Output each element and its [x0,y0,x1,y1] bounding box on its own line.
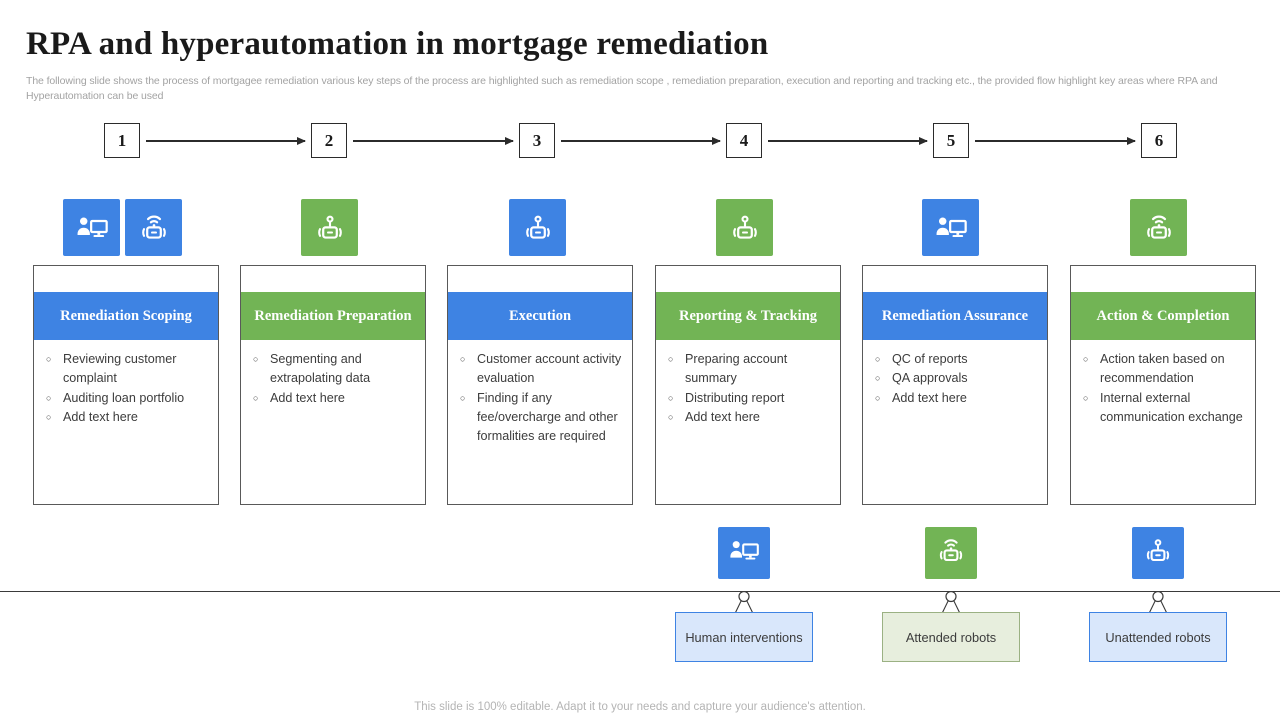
step-arrow-2 [353,136,514,145]
card-bullet-item: Action taken based on recommendation [1081,350,1247,389]
process-card-3[interactable]: ExecutionCustomer account activity evalu… [447,265,633,505]
legend-box-3[interactable]: Unattended robots [1089,612,1227,662]
footer-note: This slide is 100% editable. Adapt it to… [414,701,866,713]
card-bullet-item: Add text here [873,389,1039,409]
legend-icon-tile-3 [1132,527,1184,579]
card-title: Remediation Assurance [863,292,1047,340]
card-bullet-list: Segmenting and extrapolating dataAdd tex… [251,350,417,408]
card-body: Customer account activity evaluationFind… [448,340,632,446]
legend-box-2[interactable]: Attended robots [882,612,1020,662]
step-number-4[interactable]: 4 [726,123,762,158]
card-top-strip [448,266,632,292]
card-body: Preparing account summaryDistributing re… [656,340,840,427]
card-bullet-item: Preparing account summary [666,350,832,389]
legend-icon-tile-1 [718,527,770,579]
card-bullet-item: Segmenting and extrapolating data [251,350,417,389]
card-bullet-item: Add text here [251,389,417,409]
card-icon-tile-6 [922,199,979,256]
card-top-strip [1071,266,1255,292]
card-bullet-item: Add text here [44,408,210,428]
legend-box-1[interactable]: Human interventions [675,612,813,662]
legend-icon-tile-2 [925,527,977,579]
card-body: Action taken based on recommendationInte… [1071,340,1255,427]
card-top-strip [241,266,425,292]
card-icon-tile-4 [509,199,566,256]
card-title: Remediation Scoping [34,292,218,340]
unattended-robot-icon [521,211,555,245]
card-bullet-item: Auditing loan portfolio [44,389,210,409]
card-icon-tile-7 [1130,199,1187,256]
card-body: Segmenting and extrapolating dataAdd tex… [241,340,425,408]
card-title: Action & Completion [1071,292,1255,340]
card-title: Reporting & Tracking [656,292,840,340]
section-divider [0,591,1280,593]
unattended-robot-icon [1142,535,1174,572]
card-body: QC of reportsQA approvalsAdd text here [863,340,1047,408]
process-card-6[interactable]: Action & CompletionAction taken based on… [1070,265,1256,505]
card-bullet-item: Reviewing customer complaint [44,350,210,389]
process-card-1[interactable]: Remediation ScopingReviewing customer co… [33,265,219,505]
card-bullet-item: QC of reports [873,350,1039,370]
attended-robot-icon [935,535,967,572]
card-bullet-item: Finding if any fee/overcharge and other … [458,389,624,447]
card-bullet-item: Customer account activity evaluation [458,350,624,389]
process-card-4[interactable]: Reporting & TrackingPreparing account su… [655,265,841,505]
unattended-robot-icon [313,211,347,245]
card-top-strip [34,266,218,292]
step-number-5[interactable]: 5 [933,123,969,158]
card-bullet-list: Preparing account summaryDistributing re… [666,350,832,427]
card-top-strip [863,266,1047,292]
attended-robot-icon [137,211,171,245]
card-top-strip [656,266,840,292]
card-bullet-list: QC of reportsQA approvalsAdd text here [873,350,1039,408]
unattended-robot-icon [728,211,762,245]
card-bullet-item: QA approvals [873,369,1039,389]
process-card-2[interactable]: Remediation PreparationSegmenting and ex… [240,265,426,505]
card-icon-tile-1 [63,199,120,256]
card-icon-tile-3 [301,199,358,256]
card-bullet-list: Action taken based on recommendationInte… [1081,350,1247,427]
step-number-3[interactable]: 3 [519,123,555,158]
card-icon-tile-2 [125,199,182,256]
step-arrow-4 [768,136,928,145]
step-arrow-1 [146,136,306,145]
step-arrow-5 [975,136,1136,145]
step-arrow-3 [561,136,721,145]
card-bullet-list: Reviewing customer complaintAuditing loa… [44,350,210,427]
card-bullet-item: Distributing report [666,389,832,409]
card-title: Remediation Preparation [241,292,425,340]
step-number-1[interactable]: 1 [104,123,140,158]
human-intervention-icon [728,535,760,572]
process-step-flow: 1 2 3 4 5 6 [0,123,1280,159]
card-bullet-item: Add text here [666,408,832,428]
card-icon-tile-5 [716,199,773,256]
card-title: Execution [448,292,632,340]
card-body: Reviewing customer complaintAuditing loa… [34,340,218,427]
step-number-6[interactable]: 6 [1141,123,1177,158]
page-subtitle: The following slide shows the process of… [26,75,1218,102]
process-card-5[interactable]: Remediation Assurance QC of reportsQA app… [862,265,1048,505]
human-intervention-icon [934,211,968,245]
page-title: RPA and hyperautomation in mortgage reme… [26,26,769,62]
step-number-2[interactable]: 2 [311,123,347,158]
human-intervention-icon [75,211,109,245]
card-bullet-list: Customer account activity evaluationFind… [458,350,624,446]
attended-robot-icon [1142,211,1176,245]
card-bullet-item: Internal external communication exchange [1081,389,1247,428]
